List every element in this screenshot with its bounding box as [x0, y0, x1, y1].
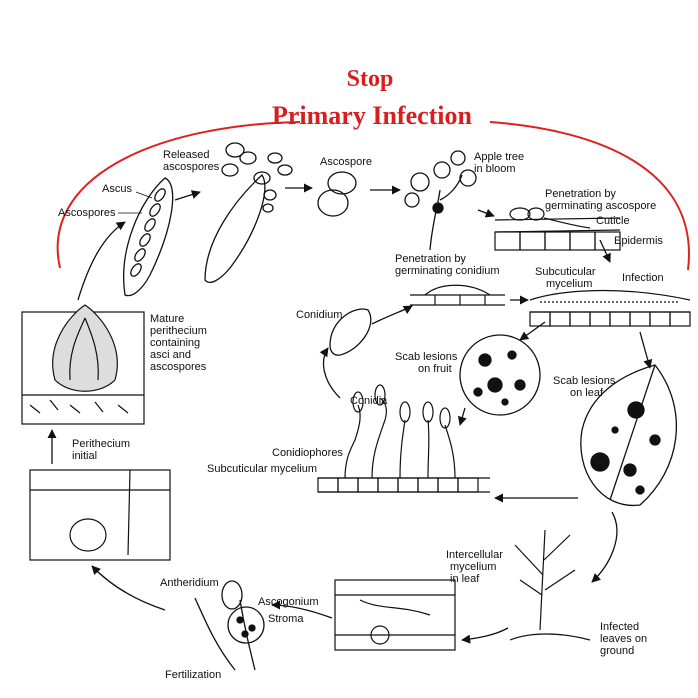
label-intercellular-2: mycelium — [450, 561, 496, 573]
label-mature-4: asci and — [150, 349, 191, 361]
label-infected-leaves-3: ground — [600, 645, 634, 657]
label-infection: Infection — [622, 272, 664, 284]
label-scab-leaf-1: Scab lesions — [553, 375, 616, 387]
penetration-conidium-illustration — [410, 284, 505, 306]
label-scab-fruit-2: on fruit — [418, 363, 452, 375]
title-stop: Stop — [347, 66, 394, 92]
label-conidiophores: Conidiophores — [272, 447, 343, 459]
ascus-illustration — [123, 177, 174, 297]
label-released-1: Released — [163, 149, 209, 161]
label-cuticle: Cuticle — [596, 215, 630, 227]
conidia-conidiophores-illustration — [317, 384, 490, 493]
label-penetration-conidium-2: germinating conidium — [395, 265, 500, 277]
label-scab-leaf-2: on leaf — [570, 387, 604, 399]
label-antheridium: Antheridium — [160, 577, 219, 589]
scab-fruit-illustration — [459, 334, 541, 416]
title-primary-infection: Primary Infection — [272, 101, 473, 130]
label-perithecium-initial-2: initial — [72, 450, 97, 462]
label-subcuticular-2: mycelium — [546, 278, 592, 290]
label-apple-tree-2: in bloom — [474, 163, 516, 175]
label-stroma: Stroma — [268, 613, 304, 625]
label-epidermis: Epidermis — [614, 235, 663, 247]
label-infected-leaves-1: Infected — [600, 621, 639, 633]
label-conidia: Conidia — [350, 395, 388, 407]
label-apple-tree-1: Apple tree — [474, 151, 524, 163]
penetration-ascospore-illustration — [494, 207, 621, 251]
conidium-illustration — [329, 308, 372, 356]
label-conidium: Conidium — [296, 309, 342, 321]
scab-leaf-illustration — [580, 364, 678, 506]
apple-tree-bloom-illustration — [404, 150, 477, 251]
label-ascus: Ascus — [102, 183, 132, 195]
cycle-arrows — [47, 183, 653, 644]
label-perithecium-initial-1: Perithecium — [72, 438, 130, 450]
label-infected-leaves-2: leaves on — [600, 633, 647, 645]
released-ascospores-illustration — [204, 142, 293, 283]
label-released-2: ascospores — [163, 161, 220, 173]
label-mature-5: ascospores — [150, 361, 207, 373]
label-penetration-ascospore-2: germinating ascospore — [545, 200, 656, 212]
subcuticular-mycelium-infection-illustration — [529, 289, 691, 327]
label-subcuticular-1: Subcuticular — [535, 266, 596, 278]
label-penetration-conidium-1: Penetration by — [395, 253, 466, 265]
label-mature-1: Mature — [150, 313, 184, 325]
label-intercellular-1: Intercellular — [446, 549, 503, 561]
infected-leaves-ground-illustration — [509, 529, 591, 641]
primary-infection-arc — [56, 121, 690, 271]
label-mature-3: containing — [150, 337, 200, 349]
antheridium-ascogonium-illustration — [194, 580, 265, 671]
label-ascogonium: Ascogonium — [258, 596, 319, 608]
label-scab-fruit-1: Scab lesions — [395, 351, 458, 363]
label-intercellular-3: in leaf — [450, 573, 480, 585]
ascospore-illustration — [317, 171, 357, 217]
label-ascospores: Ascospores — [58, 207, 116, 219]
label-subcuticular-bottom: Subcuticular mycelium — [207, 463, 317, 475]
label-penetration-ascospore-1: Penetration by — [545, 188, 616, 200]
labels: Ascus Ascospores Released ascospores Asc… — [58, 149, 664, 681]
label-mature-2: perithecium — [150, 325, 207, 337]
perithecium-initial-illustration — [29, 469, 171, 561]
mature-perithecium-illustration — [21, 304, 145, 425]
intercellular-mycelium-illustration — [334, 579, 456, 651]
label-fertilization: Fertilization — [165, 669, 221, 681]
label-ascospore: Ascospore — [320, 156, 372, 168]
